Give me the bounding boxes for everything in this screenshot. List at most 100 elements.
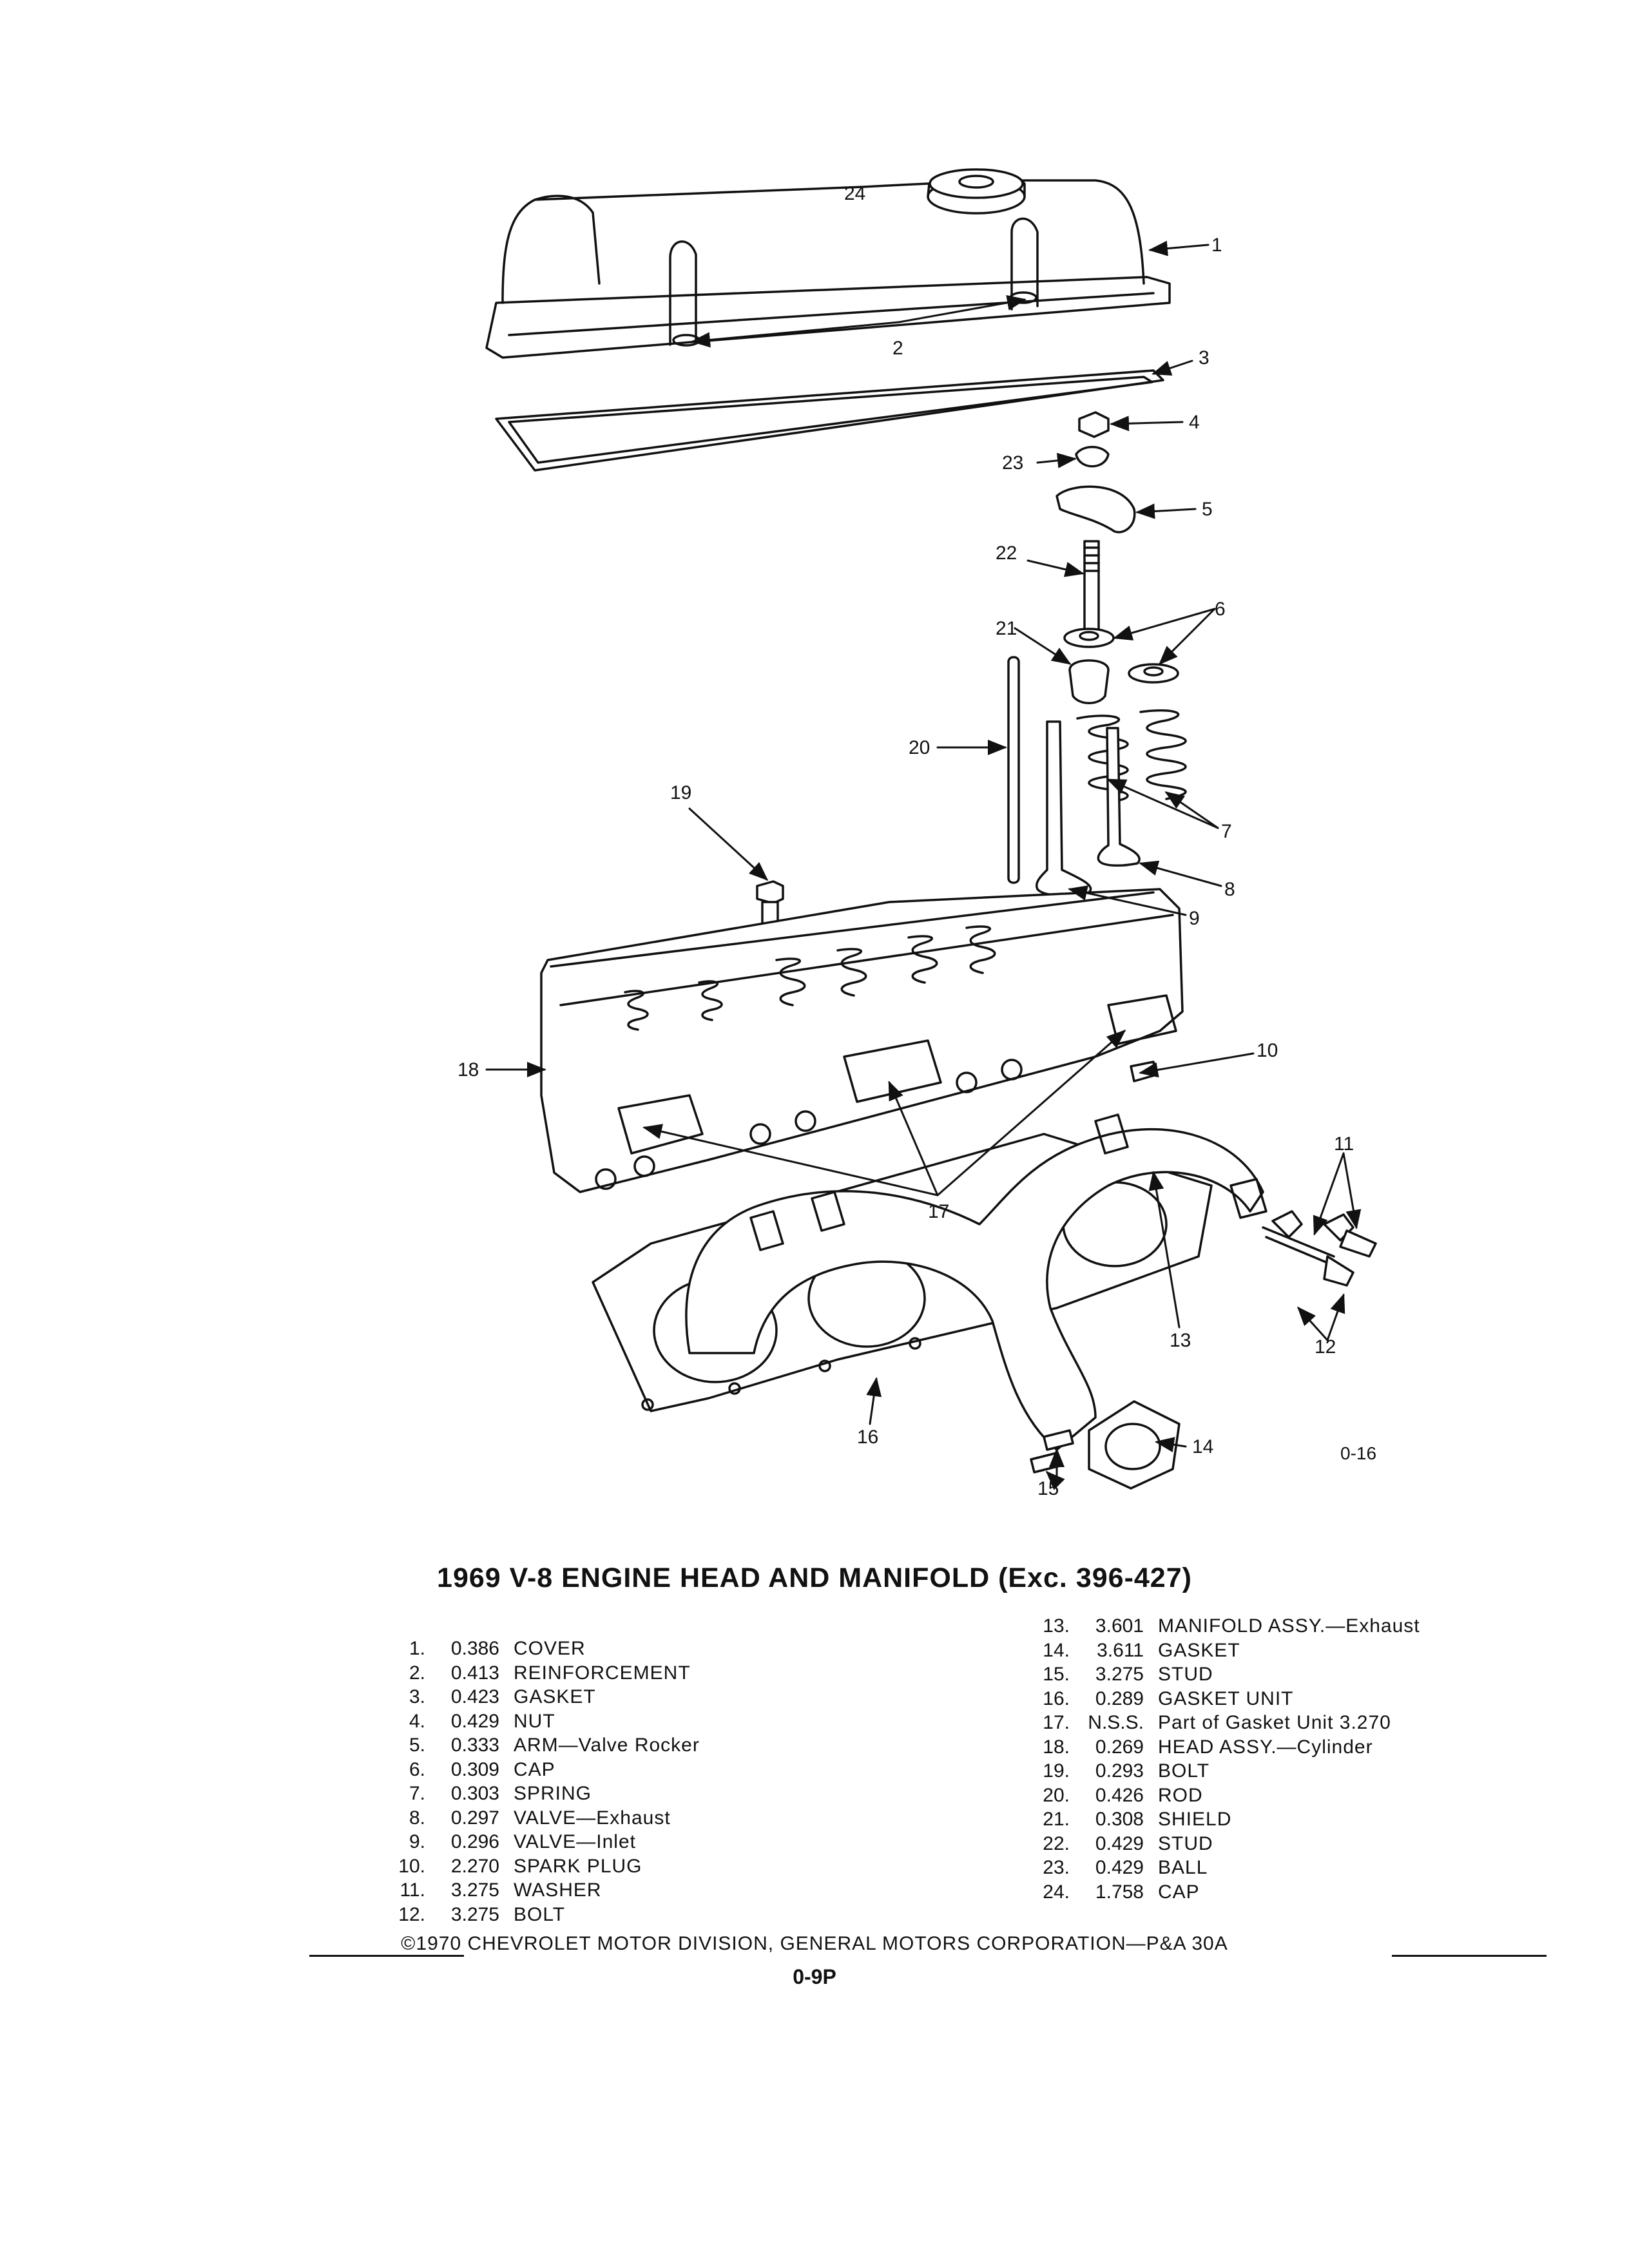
part-description: CAP — [1158, 1881, 1200, 1903]
part-row: 7. 0.303 SPRING — [380, 1782, 700, 1806]
part-description: REINFORCEMENT — [514, 1662, 691, 1684]
part-code: 0.386 — [450, 1638, 499, 1659]
callout-22: 22 — [996, 543, 1017, 564]
part-code: 0.289 — [1095, 1687, 1144, 1709]
head-bolt-shape — [756, 880, 784, 929]
part-description: SPRING — [514, 1783, 592, 1804]
part-row: 6. 0.309 CAP — [380, 1758, 700, 1782]
callout-8: 8 — [1224, 879, 1235, 900]
part-code: 2.270 — [450, 1855, 499, 1877]
callout-2: 2 — [892, 338, 903, 359]
part-code: 0.333 — [450, 1735, 499, 1756]
part-description: WASHER — [514, 1879, 602, 1901]
part-number: 2. — [409, 1662, 425, 1684]
part-number: 4. — [409, 1710, 425, 1732]
part-code: 0.293 — [1095, 1760, 1144, 1782]
part-number: 7. — [409, 1783, 425, 1804]
part-number: 19. — [1043, 1760, 1070, 1782]
part-number: 10. — [398, 1855, 425, 1877]
part-row: 23. 0.429 BALL — [1025, 1856, 1420, 1880]
pushrod-shape — [1007, 656, 1020, 884]
part-number: 18. — [1043, 1736, 1070, 1758]
callout-18: 18 — [458, 1059, 479, 1081]
part-description: STUD — [1158, 1664, 1213, 1685]
part-number: 11. — [400, 1879, 425, 1901]
part-description: HEAD ASSY.—Cylinder — [1158, 1736, 1373, 1758]
part-description: STUD — [1158, 1832, 1213, 1854]
callout-14: 14 — [1192, 1436, 1213, 1457]
part-row: 15. 3.275 STUD — [1025, 1662, 1420, 1687]
part-code: 0.308 — [1095, 1809, 1144, 1830]
cylinder-head-shape — [540, 888, 1184, 1193]
page-number: 0-9P — [793, 1965, 836, 1988]
part-number: 5. — [409, 1735, 425, 1756]
part-code: 0.303 — [450, 1783, 499, 1804]
part-number: 16. — [1043, 1687, 1070, 1709]
part-code: 3.601 — [1095, 1615, 1144, 1637]
part-description: CAP — [514, 1758, 555, 1780]
callout-21: 21 — [996, 618, 1017, 639]
callout-13: 13 — [1170, 1330, 1191, 1351]
figure-id: 0-16 — [1340, 1443, 1376, 1463]
part-number: 24. — [1043, 1881, 1070, 1903]
part-description: SPARK PLUG — [514, 1855, 642, 1877]
part-row: 16. 0.289 GASKET UNIT — [1025, 1687, 1420, 1711]
nut-shape — [1078, 411, 1110, 438]
part-code: N.S.S. — [1088, 1712, 1144, 1733]
part-code: 0.429 — [1095, 1857, 1144, 1878]
part-description: VALVE—Inlet — [514, 1831, 636, 1852]
part-description: GASKET — [514, 1686, 596, 1707]
copyright-text: ©1970 CHEVROLET MOTOR DIVISION, GENERAL … — [398, 1933, 1231, 1954]
part-row: 2. 0.413 REINFORCEMENT — [380, 1661, 700, 1686]
part-code: 3.275 — [1095, 1664, 1144, 1685]
part-code: 0.413 — [450, 1662, 499, 1684]
part-description: SHIELD — [1158, 1809, 1232, 1830]
part-number: 6. — [409, 1758, 425, 1780]
part-code: 3.611 — [1097, 1639, 1144, 1661]
part-description: VALVE—Exhaust — [514, 1807, 671, 1829]
part-description: MANIFOLD ASSY.—Exhaust — [1158, 1615, 1420, 1637]
part-description: Part of Gasket Unit 3.270 — [1158, 1712, 1391, 1733]
callout-10: 10 — [1257, 1040, 1278, 1061]
callout-3: 3 — [1199, 347, 1210, 369]
part-description: NUT — [514, 1710, 555, 1732]
part-description: ROD — [1158, 1784, 1203, 1806]
part-description: BALL — [1158, 1857, 1208, 1878]
part-number: 15. — [1043, 1664, 1070, 1685]
callout-24: 24 — [844, 183, 865, 204]
exhaust-manifold-shape — [685, 1113, 1268, 1451]
callout-leader-lines — [485, 240, 1362, 1490]
callout-15: 15 — [1037, 1478, 1059, 1499]
part-code: 0.309 — [450, 1758, 499, 1780]
rocker-arm-shape — [1055, 485, 1136, 533]
spring-shield-shape — [1068, 659, 1110, 704]
part-code: 0.426 — [1095, 1784, 1144, 1806]
footer-rule — [309, 1938, 1547, 1964]
part-row: 17.N.S.S.Part of Gasket Unit 3.270 — [1025, 1711, 1420, 1735]
callout-7: 7 — [1221, 821, 1232, 842]
callout-labels: 1 2 3 4 5 6 7 8 9 10 11 12 13 14 15 16 1… — [458, 183, 1376, 1499]
flange-gasket-shape — [1088, 1400, 1181, 1490]
part-description: GASKET UNIT — [1158, 1687, 1294, 1709]
part-number: 23. — [1043, 1857, 1070, 1878]
part-code: 0.296 — [450, 1831, 499, 1852]
part-code: 0.297 — [450, 1807, 499, 1829]
part-number: 3. — [409, 1686, 425, 1707]
callout-9: 9 — [1189, 908, 1200, 929]
part-row: 10. 2.270 SPARK PLUG — [380, 1854, 700, 1879]
copyright-footer: ©1970 CHEVROLET MOTOR DIVISION, GENERAL … — [0, 1933, 1629, 1955]
part-row: 20. 0.426 ROD — [1025, 1783, 1420, 1808]
callout-23: 23 — [1002, 452, 1023, 474]
callout-19: 19 — [670, 782, 691, 803]
part-number: 20. — [1043, 1784, 1070, 1806]
part-description: GASKET — [1158, 1639, 1240, 1661]
